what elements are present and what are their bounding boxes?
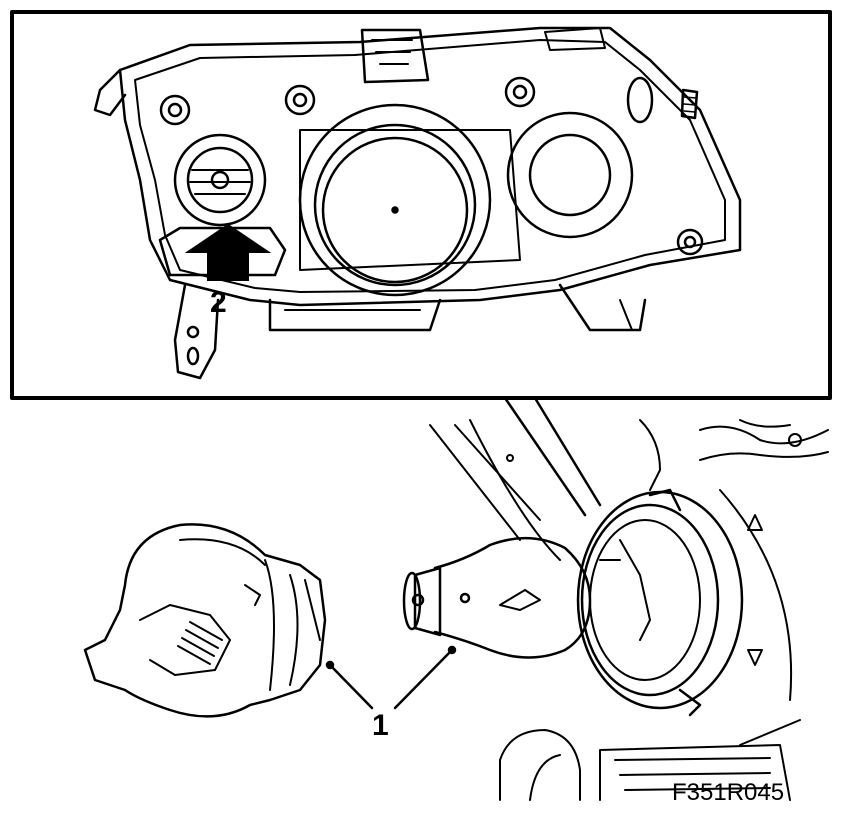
up-arrow-icon: [184, 223, 272, 281]
triangle-marker-icon: [747, 514, 763, 531]
headlamp-housing: [93, 26, 742, 380]
bulb-holder: [83, 523, 327, 718]
mounting-screws: [159, 76, 704, 256]
triangle-marker-icon: [747, 649, 763, 666]
callout-1-label: 1: [372, 709, 389, 742]
main-beam-lens: [298, 103, 521, 297]
socket-opening: [576, 488, 744, 717]
inset-frame: [10, 10, 832, 400]
figure-code: F351R045: [672, 779, 784, 806]
callout-leaders-1: [325, 645, 457, 710]
inset-leader-line: [503, 396, 602, 517]
bulb: [402, 536, 592, 659]
callout-2-label: 2: [210, 286, 227, 319]
vehicle-body-background: [429, 419, 829, 801]
high-beam-lens: [506, 111, 634, 239]
socket-position-inset: [158, 133, 287, 277]
